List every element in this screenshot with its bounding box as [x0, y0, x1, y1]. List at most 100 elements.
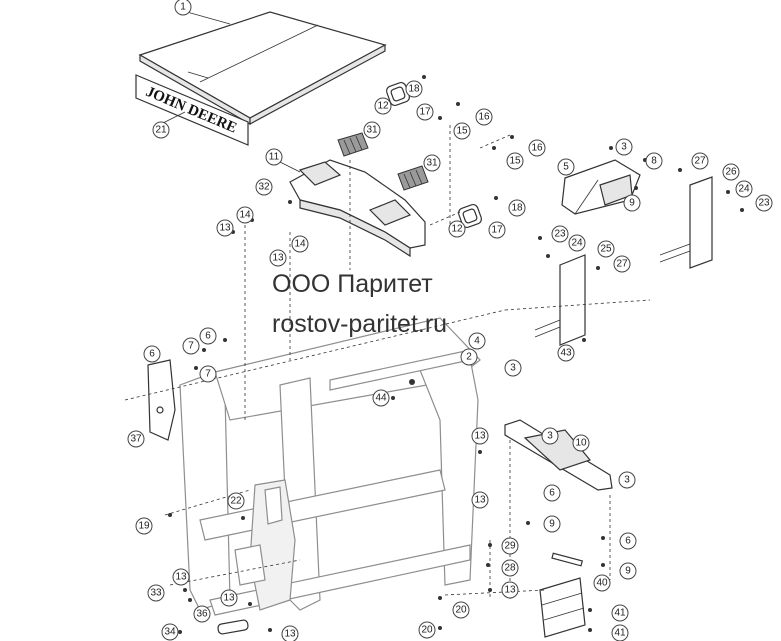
callout-c28: 28	[501, 559, 519, 577]
callout-label: 23	[554, 229, 566, 240]
callout-c32: 32	[255, 178, 273, 196]
callout-label: 6	[625, 536, 631, 547]
callout-circle	[735, 180, 753, 198]
callout-label: 17	[419, 107, 431, 118]
callout-circle	[501, 559, 519, 577]
callout-label: 31	[426, 158, 438, 169]
callout-circle	[152, 121, 170, 139]
callout-c9c: 9	[619, 562, 637, 580]
callout-label: 10	[575, 438, 587, 449]
callout-label: 15	[456, 126, 468, 137]
callout-label: 7	[188, 341, 194, 352]
callout-c27a: 27	[691, 152, 709, 170]
callout-circle	[471, 491, 489, 509]
callout-circle	[172, 568, 190, 586]
callout-label: 9	[625, 566, 631, 577]
callout-label: 16	[531, 143, 543, 154]
callout-circle	[460, 348, 478, 366]
callout-c13a: 13	[216, 219, 234, 237]
callout-circle	[475, 108, 493, 126]
grille-lower	[397, 165, 429, 191]
callout-c20b: 20	[418, 621, 436, 639]
callout-circle	[143, 345, 161, 363]
lower-crossbar	[504, 419, 613, 491]
callout-circle	[619, 532, 637, 550]
callout-label: 6	[549, 488, 555, 499]
callout-label: 34	[164, 627, 176, 638]
callout-c13h: 13	[281, 625, 299, 641]
callout-c14b: 14	[291, 235, 309, 253]
callout-label: 8	[651, 156, 657, 167]
callout-label: 13	[284, 629, 296, 640]
callout-c37: 37	[127, 430, 145, 448]
callout-c4: 4	[468, 332, 486, 350]
callout-c17b: 17	[488, 221, 506, 239]
callout-circle	[448, 220, 466, 238]
callout-c7b: 7	[199, 365, 217, 383]
callout-label: 26	[725, 167, 737, 178]
callout-label: 31	[366, 125, 378, 136]
callout-circle	[593, 574, 611, 592]
callout-label: 19	[138, 521, 150, 532]
callout-label: 24	[571, 238, 583, 249]
callout-circle	[645, 152, 663, 170]
callout-circle	[255, 178, 273, 196]
callout-label: 32	[258, 182, 270, 193]
callout-label: 13	[175, 572, 187, 583]
callout-label: 18	[408, 84, 420, 95]
callout-c6a: 6	[199, 327, 217, 345]
callout-circle	[557, 344, 575, 362]
callout-label: 41	[614, 608, 626, 619]
lower-box	[539, 577, 586, 638]
callout-circle	[281, 625, 299, 641]
callout-circle	[199, 327, 217, 345]
callout-c43: 43	[557, 344, 575, 362]
callout-circle	[543, 515, 561, 533]
callout-label: 40	[596, 578, 608, 589]
callout-c9b: 9	[543, 515, 561, 533]
bracket-housing	[561, 159, 641, 215]
callout-c34: 34	[161, 623, 179, 641]
callout-c44: 44	[372, 389, 390, 407]
callout-circle	[453, 122, 471, 140]
callout-c13d: 13	[471, 491, 489, 509]
callout-label: 23	[758, 198, 770, 209]
callout-circle	[269, 249, 287, 267]
callout-circle	[147, 584, 165, 602]
callout-circle	[452, 601, 470, 619]
fastener-dots	[168, 75, 744, 634]
callout-label: 15	[509, 156, 521, 167]
callout-circle	[501, 581, 519, 599]
callout-circle	[623, 194, 641, 212]
callout-label: 22	[230, 496, 242, 507]
rod	[551, 552, 584, 567]
callout-circle	[543, 484, 561, 502]
grille-upper	[337, 132, 369, 157]
upper-shroud-frame	[279, 159, 426, 258]
callout-c7a: 7	[182, 337, 200, 355]
callout-c16a: 16	[475, 108, 493, 126]
callout-circle	[227, 492, 245, 510]
callout-circle	[193, 605, 211, 623]
callout-label: 7	[205, 369, 211, 380]
callout-label: 20	[421, 625, 433, 636]
callout-label: 36	[196, 609, 208, 620]
callout-label: 6	[149, 349, 155, 360]
callout-circle	[508, 199, 526, 217]
callout-circle	[755, 194, 773, 212]
callout-c31b: 31	[423, 154, 441, 172]
callout-label: 33	[150, 588, 162, 599]
callout-circle	[471, 427, 489, 445]
callout-circle	[615, 138, 633, 156]
callout-label: 13	[219, 223, 231, 234]
callout-c12a: 12	[374, 97, 392, 115]
callout-circle	[363, 121, 381, 139]
callout-c40: 40	[593, 574, 611, 592]
callout-c10: 10	[572, 434, 590, 452]
left-side-plate	[147, 359, 176, 441]
middle-side-plate	[534, 254, 586, 346]
callout-label: 13	[474, 495, 486, 506]
callout-c16b: 16	[528, 139, 546, 157]
callout-c13b: 13	[269, 249, 287, 267]
callout-c21: 21	[152, 121, 170, 139]
